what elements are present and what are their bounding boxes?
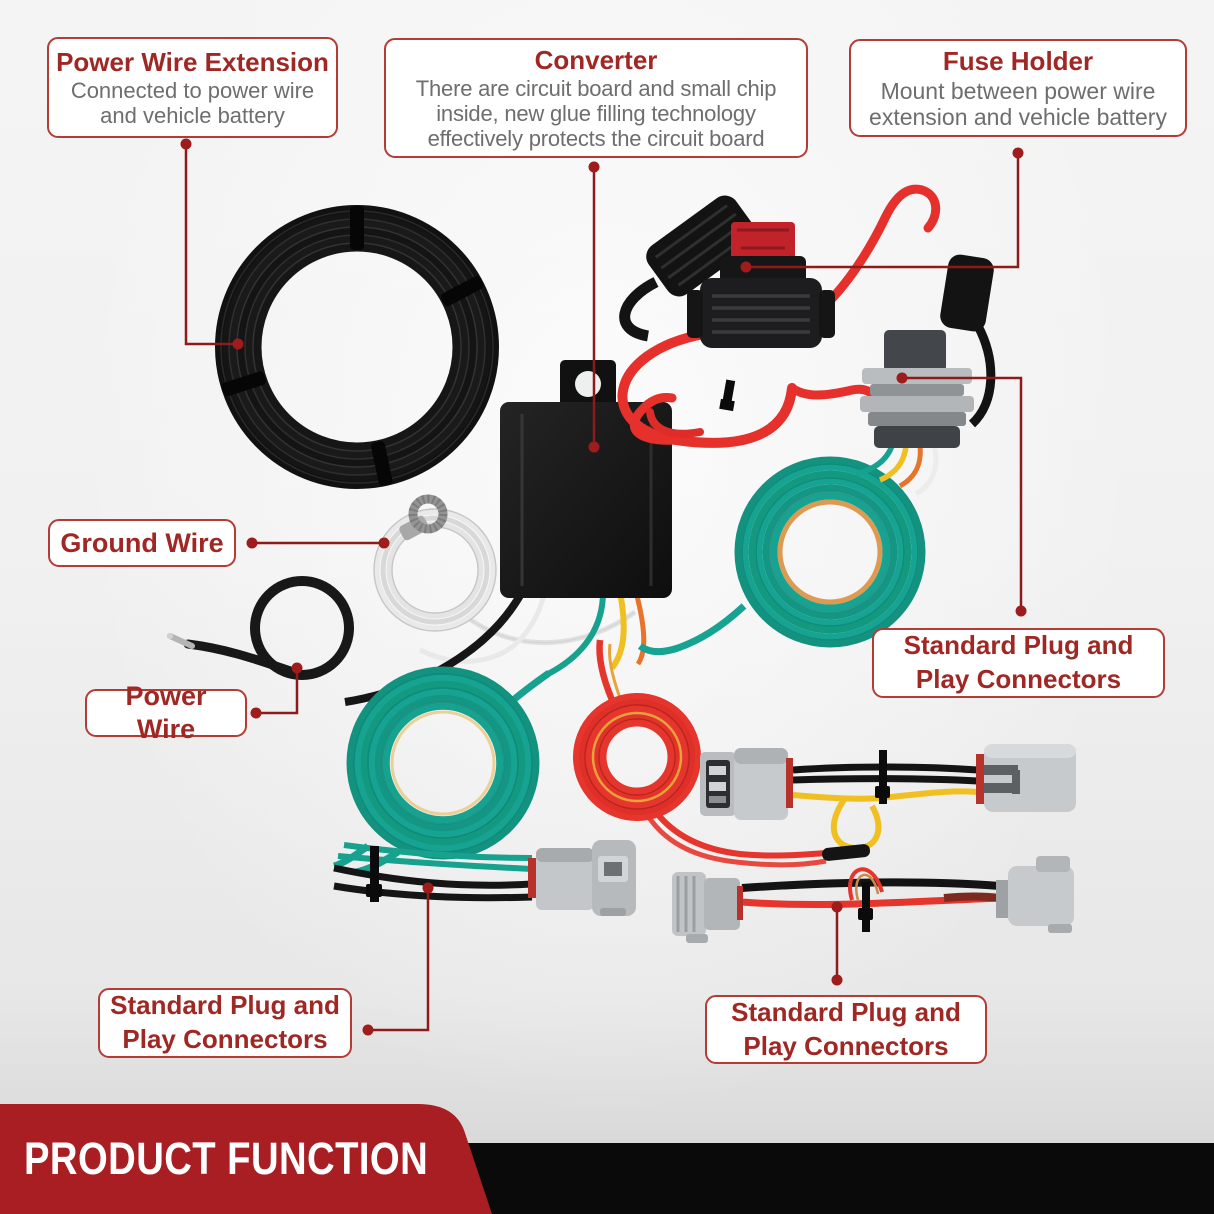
callout-connectors-bottom-middle: Standard Plug and Play Connectors (705, 995, 987, 1064)
callout-body: Connected to power wire and vehicle batt… (70, 78, 315, 129)
callout-title: Power Wire (125, 681, 207, 744)
callout-title: Standard Plug and Play Connectors (903, 630, 1134, 694)
ground-wire-photo (373, 494, 637, 646)
leader-ground-wire (246, 537, 390, 549)
callout-title: Ground Wire (60, 527, 224, 558)
callout-title: Converter (534, 44, 658, 75)
callout-ground-wire: Ground Wire (48, 519, 236, 567)
fuse-holder-photo (617, 184, 941, 448)
leader-power-wire-extension (180, 138, 244, 350)
leader-connectors-right (896, 372, 1027, 617)
jumper-harness-red-photo (672, 844, 1074, 943)
callout-title: Fuse Holder (942, 45, 1094, 76)
jumper-harness-yellow-photo (700, 744, 1076, 852)
leader-fuse-holder (740, 147, 1024, 273)
converter-box-photo (344, 360, 672, 706)
callout-title: Standard Plug and Play Connectors (110, 990, 340, 1054)
power-wire-extension-coil-photo (215, 205, 499, 489)
cable-zip-tie (221, 206, 484, 486)
callout-connectors-right: Standard Plug and Play Connectors (872, 628, 1165, 698)
callout-body: Mount between power wire extension and v… (869, 77, 1167, 130)
teal-wire-coil-right-photo (637, 456, 926, 656)
banner-red-ribbon (0, 1104, 492, 1214)
callout-power-wire: Power Wire (85, 681, 247, 744)
callout-title: Standard Plug and Play Connectors (731, 996, 961, 1061)
leader-power-wire (250, 662, 303, 719)
leader-converter (588, 161, 600, 453)
leader-lines (180, 138, 1027, 1036)
callout-converter: Converter There are circuit board and sm… (384, 38, 808, 158)
bottom-banner-graphics (0, 1104, 1214, 1214)
four-pin-connector-photo (855, 254, 996, 497)
leader-connectors-bottom-middle (831, 901, 843, 986)
plug-harness-bottom-left-photo (333, 840, 636, 916)
leader-connectors-bottom-left (362, 882, 434, 1036)
callout-title: Power Wire Extension (56, 46, 329, 77)
red-wire-coil-photo (573, 639, 827, 868)
banner-title: PRODUCT FUNCTION (24, 1133, 429, 1184)
callout-body: There are circuit board and small chip i… (415, 76, 777, 152)
callout-fuse-holder: Fuse Holder Mount between power wire ext… (849, 39, 1187, 137)
callout-connectors-bottom-left: Standard Plug and Play Connectors (98, 988, 352, 1058)
callout-power-wire-extension: Power Wire Extension Connected to power … (47, 37, 338, 138)
power-wire-photo (167, 576, 354, 680)
